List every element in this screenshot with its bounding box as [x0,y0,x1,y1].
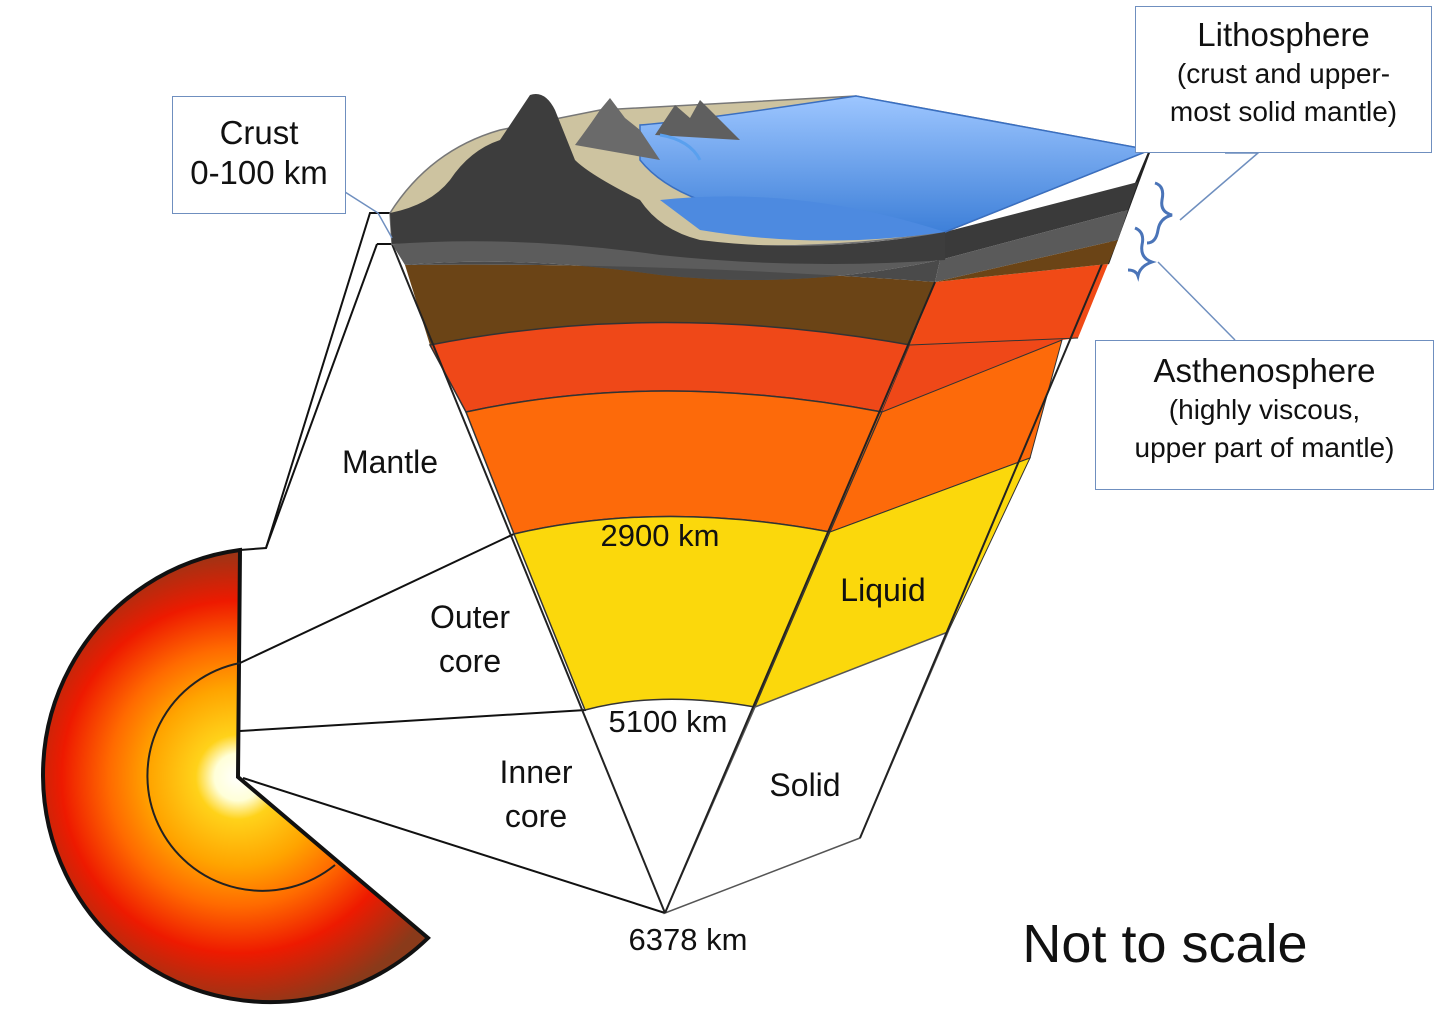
callout-connectors [344,152,1261,341]
surface-top [389,94,1153,264]
projection-lines [239,212,666,914]
inner-core-label-line2: core [504,798,568,834]
outer-core-label-line1: Outer [429,599,511,635]
asthenosphere-desc-line1: (highly viscous, [1168,394,1361,425]
depth-5100-label: 5100 km [608,704,728,739]
crust-title: Crust [219,114,299,151]
mantle-label: Mantle [341,444,439,480]
lithosphere-desc-line1: (crust and upper- [1176,58,1391,89]
not-to-scale-note: Not to scale [1022,914,1308,974]
liquid-label: Liquid [840,572,926,608]
crust-callout: Crust 0-100 km [172,96,346,214]
asthenosphere-title: Asthenosphere [1153,352,1376,389]
lithosphere-callout: Lithosphere (crust and upper- most solid… [1135,6,1432,153]
solid-label: Solid [769,767,841,803]
crust-depth-range: 0-100 km [190,154,328,191]
wedge-front-face [405,264,935,711]
wedge-right-face [663,264,1108,915]
layer-braces [1127,181,1173,282]
lithosphere-title: Lithosphere [1197,16,1370,53]
earth-cross-section-globe [41,547,431,1005]
depth-2900-label: 2900 km [600,518,720,553]
depth-6378-label: 6378 km [628,922,748,957]
inner-core-label-line1: Inner [499,754,573,790]
outer-core-label-line2: core [438,643,502,679]
lithosphere-desc-line2: most solid mantle) [1169,96,1398,127]
asthenosphere-callout: Asthenosphere (highly viscous, upper par… [1095,340,1434,490]
asthenosphere-desc-line2: upper part of mantle) [1134,432,1395,463]
